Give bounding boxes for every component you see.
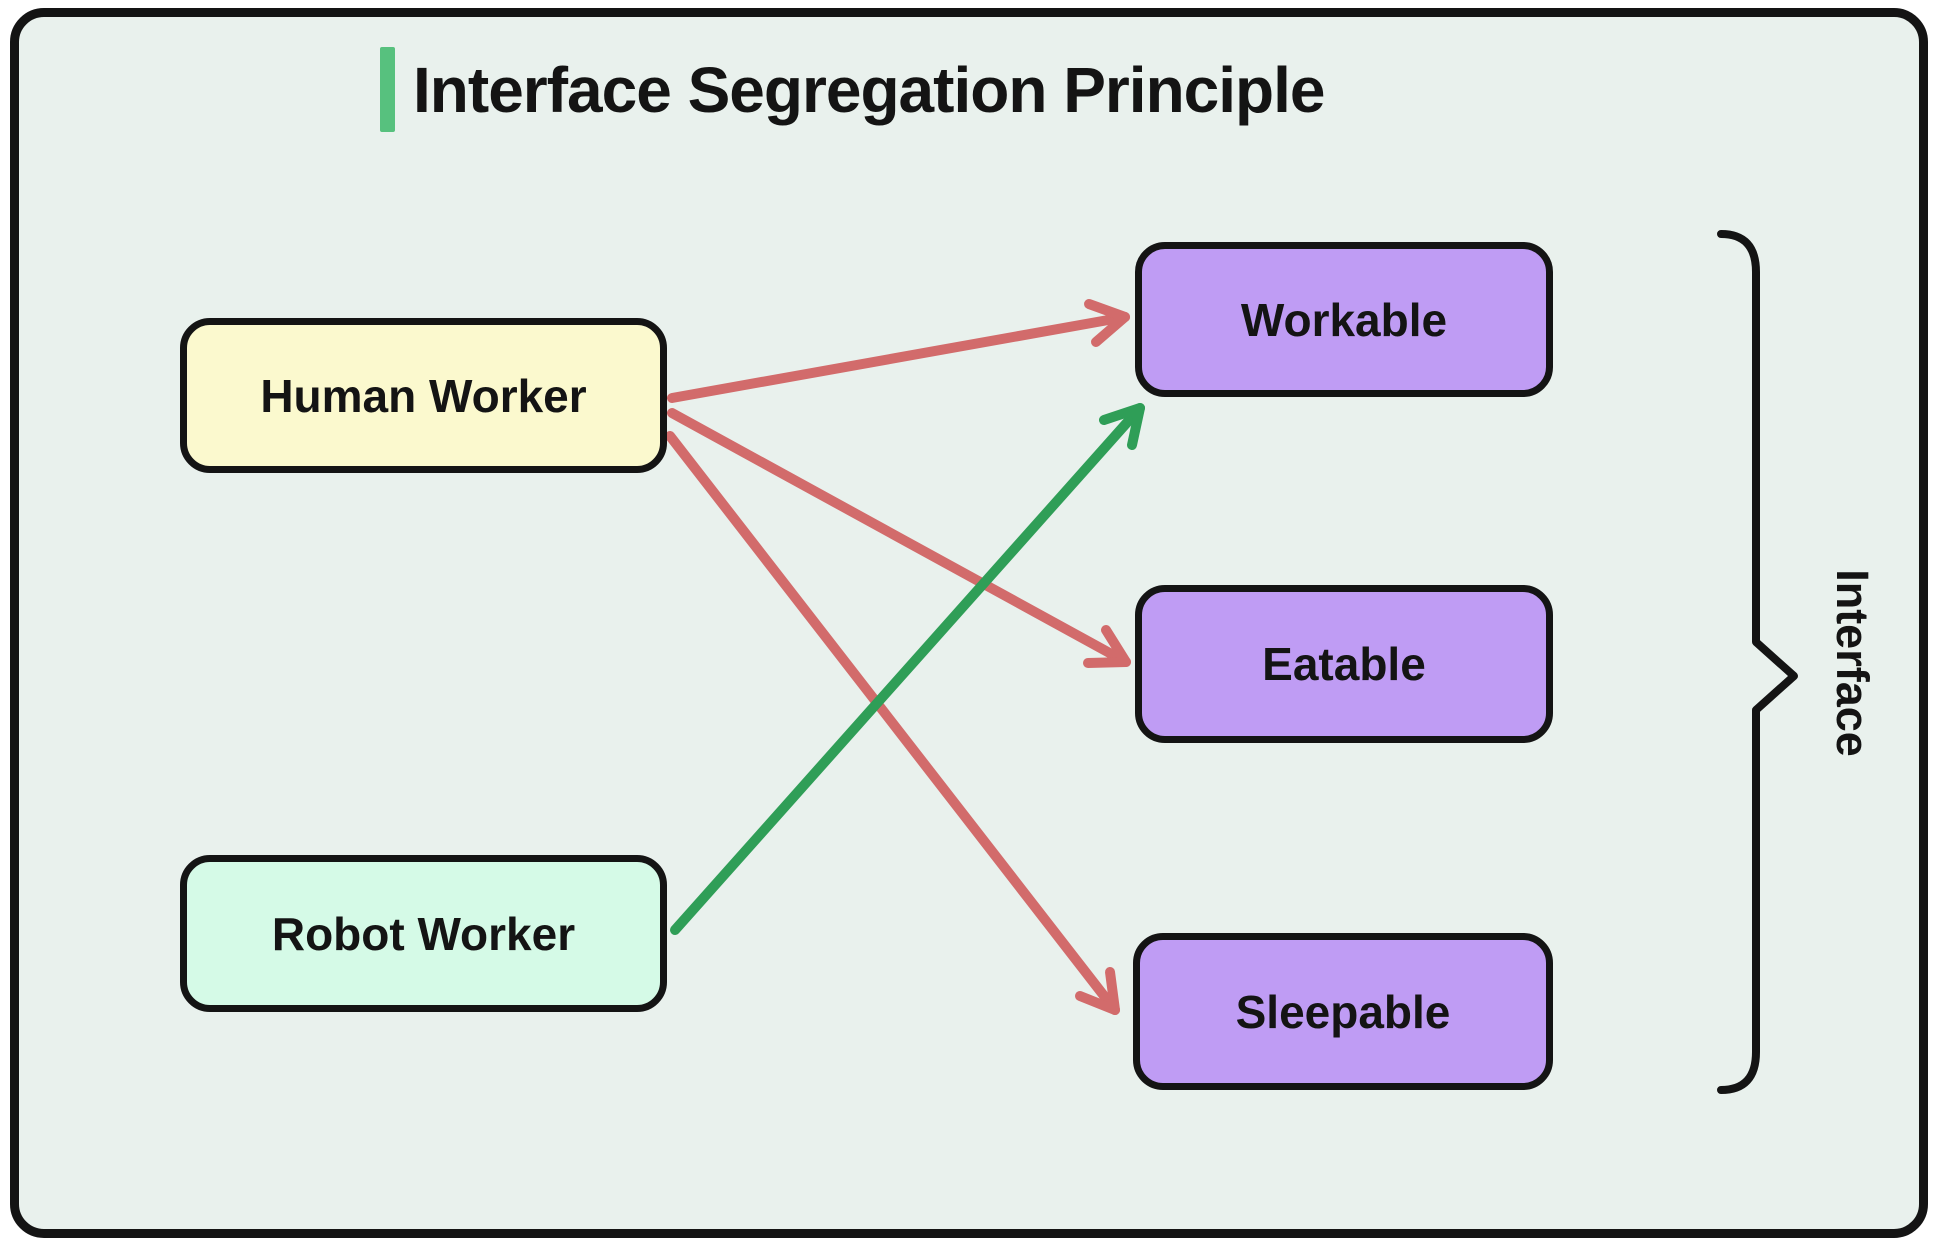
node-sleepable-label: Sleepable (1235, 985, 1451, 1038)
node-workable-label: Workable (1240, 293, 1448, 346)
node-robot-worker: Robot Worker (180, 855, 667, 1012)
interface-brace-label: Interface (1827, 569, 1878, 757)
title-accent-bar (380, 47, 395, 132)
diagram-canvas (10, 8, 1928, 1238)
node-sleepable: Sleepable (1133, 933, 1553, 1090)
node-eatable-label: Eatable (1262, 638, 1426, 690)
node-human-worker: Human Worker (180, 318, 667, 473)
node-human-worker-label: Human Worker (260, 369, 587, 422)
page-title: Interface Segregation Principle (413, 53, 1325, 126)
node-workable: Workable (1135, 242, 1553, 397)
node-eatable: Eatable (1135, 585, 1553, 743)
node-robot-worker-label: Robot Worker (271, 907, 576, 960)
